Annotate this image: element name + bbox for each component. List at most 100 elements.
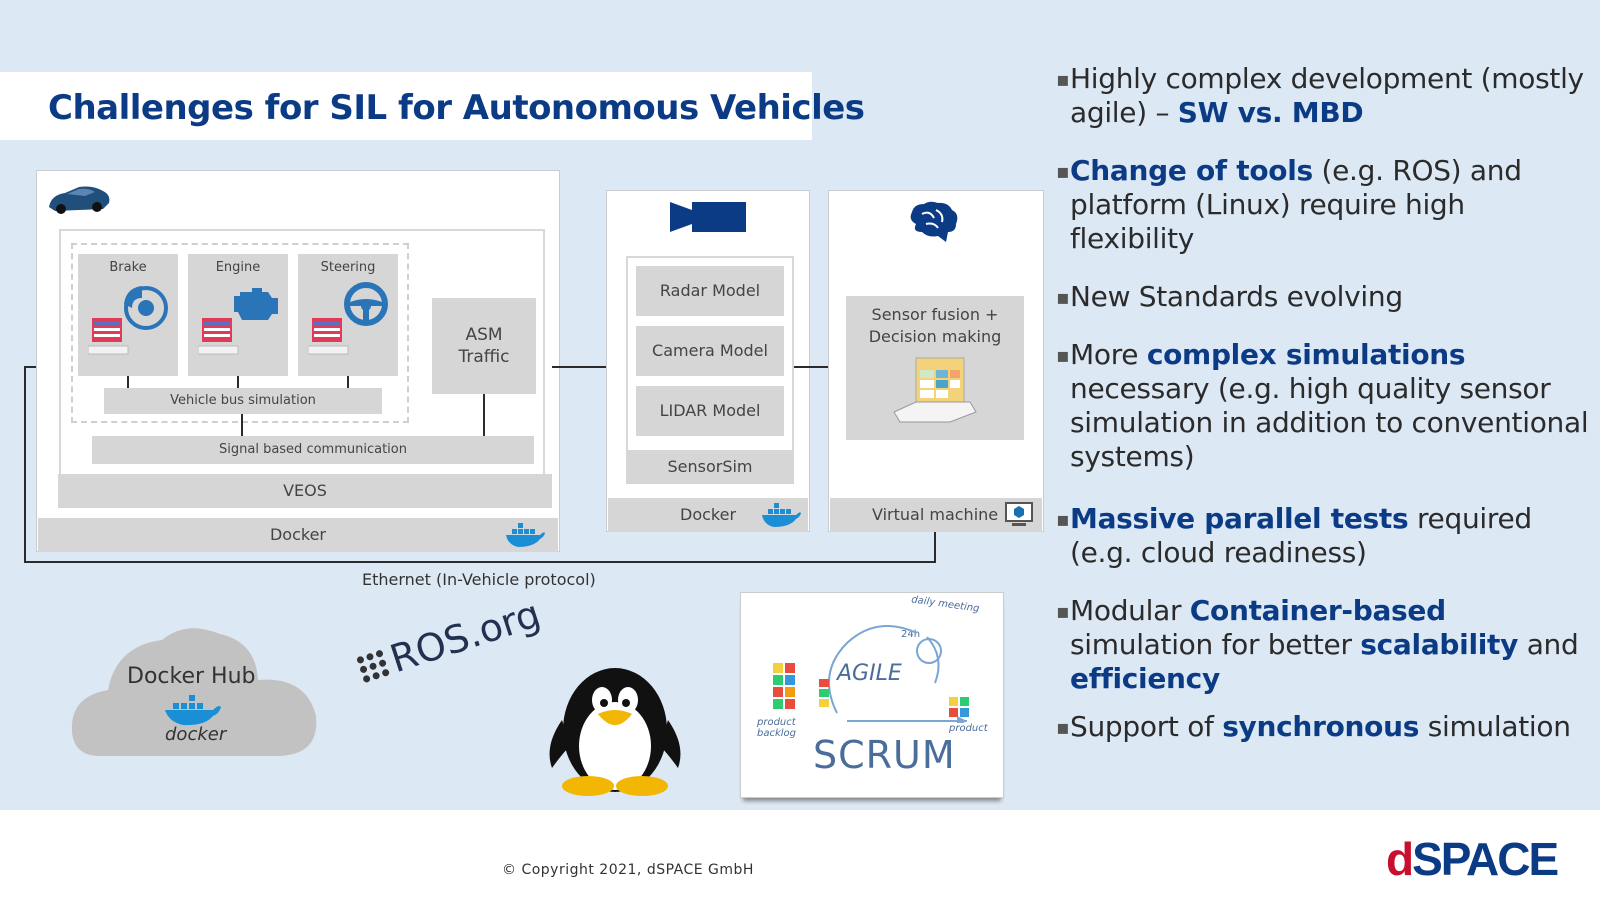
dspace-logo: dSPACE [1386,832,1559,886]
footer-band [0,810,1600,900]
steering-wheel-icon [344,282,388,326]
camera-icon [670,202,746,232]
bullet-emphasis: Massive parallel tests [1070,502,1409,535]
bullet-text: More [1070,338,1147,371]
bullet-text: New Standards evolving [1070,280,1403,313]
scrum-product: product [949,723,988,734]
bullet-text: simulation for better [1070,628,1361,661]
bullet-marker: ▪ [1056,599,1070,623]
dspace-logo-d: d [1386,833,1414,885]
ecu-group [71,243,409,423]
bullet-emphasis: SW vs. MBD [1177,96,1364,129]
engine-icon [234,288,278,320]
scrum-label: SCRUM [813,733,956,777]
brake-icon [124,286,168,330]
ecu-connector [347,376,349,388]
scrum-cycle-icon [828,625,967,723]
ecu-engine-label: Engine [215,260,261,275]
bullet-item: ▪Massive parallel tests required (e.g. c… [1056,502,1590,570]
bullet-marker: ▪ [1056,159,1070,183]
docker-bar-left: Docker [38,518,558,552]
bullet-emphasis: efficiency [1070,662,1220,695]
docker-whale-icon [506,523,545,547]
computer-icon [308,318,349,355]
bus-connector [241,414,243,436]
ecu-brake: Brake [78,254,178,376]
virtual-machine-bar: Virtual machine [830,498,1042,532]
bullet-emphasis: complex simulations [1146,338,1466,371]
ros-label: ROS.org [384,591,546,682]
radar-model: Radar Model [636,266,784,316]
docker-left-label: Docker [269,525,327,544]
scrum-agile-label: AGILE [837,661,902,686]
scrum-product-backlog: product backlog [757,717,797,739]
scrum-agile-card: daily meeting 24h AGILE product backlog … [740,592,1004,798]
sticky-notes-icon [773,663,797,709]
docker-whale-icon [165,695,221,726]
asm-traffic: ASM Traffic [432,298,536,394]
page-title: Challenges for SIL for Autonomous Vehicl… [48,88,865,128]
computer-icon [893,357,977,423]
docker-mid-label: Docker [680,505,737,524]
virtual-machine-label: Virtual machine [872,505,999,524]
monitor-icon [1005,502,1033,526]
bullet-text: Highly complex development (mostly agile… [1070,62,1584,129]
copyright-text: © Copyright 2021, dSPACE GmbH [502,862,754,878]
docker-whale-icon [762,503,801,527]
ecu-brake-label: Brake [109,260,147,275]
bullet-marker: ▪ [1056,507,1070,531]
ros-logo: ROS.org [352,592,546,692]
docker-bar-mid: Docker [608,498,808,532]
ethernet-line-right [934,528,936,563]
bullet-emphasis: scalability [1360,628,1519,661]
bullet-emphasis: Change of tools [1070,154,1313,187]
lidar-model: LIDAR Model [636,386,784,436]
scrum-24h: 24h [901,629,921,640]
ecu-engine: Engine [188,254,288,376]
bullet-marker: ▪ [1056,67,1070,91]
bullet-emphasis: synchronous [1222,710,1420,743]
bullet-text: simulation [1419,710,1571,743]
computer-icon [88,318,129,355]
sensor-fusion-label: Sensor fusion + Decision making [868,305,1002,346]
bullet-text: necessary (e.g. high quality sensor simu… [1070,372,1589,473]
ethernet-line-left [24,366,26,562]
bullet-item: ▪New Standards evolving [1056,280,1590,314]
car-icon [45,181,113,222]
vehicle-bus-simulation: Vehicle bus simulation [104,388,382,414]
bullet-marker: ▪ [1056,285,1070,309]
bullet-text: Support of [1070,710,1223,743]
bullet-text: required (e.g. cloud readiness) [1070,502,1532,569]
bullet-item: ▪Change of tools (e.g. ROS) and platform… [1056,154,1590,256]
brain-icon [910,201,958,242]
bullet-text: Modular [1070,594,1190,627]
scrum-daily-meeting: daily meeting [910,594,980,615]
bullet-item: ▪Highly complex development (mostly agil… [1056,62,1590,130]
link-sensors-to-fusion [794,366,848,368]
bullet-emphasis: Container-based [1189,594,1446,627]
bullet-item: ▪Support of synchronous simulation [1056,710,1590,744]
asm-connector [483,394,485,436]
bullet-item: ▪Modular Container-based simulation for … [1056,594,1590,696]
veos-bar: VEOS [58,474,552,508]
ethernet-label: Ethernet (In-Vehicle protocol) [362,570,596,589]
sensor-fusion-box: Sensor fusion + Decision making [846,296,1024,440]
ethernet-line-bottom [24,561,936,563]
docker-hub-cloud [71,628,317,756]
bullet-marker: ▪ [1056,715,1070,739]
bullet-item: ▪More complex simulations necessary (e.g… [1056,338,1590,474]
signal-based-communication: Signal based communication [92,436,534,464]
ecu-steering: Steering [298,254,398,376]
computer-icon [198,318,239,355]
linux-tux-icon [549,668,681,796]
link-veos-to-sensors [552,366,628,368]
camera-model: Camera Model [636,326,784,376]
bullet-text: and [1518,628,1579,661]
ecu-steering-label: Steering [320,260,376,275]
dspace-logo-rest: SPACE [1412,833,1559,885]
bullet-text: (e.g. ROS) and platform (Linux) require … [1070,154,1522,255]
docker-wordmark: docker [165,724,227,745]
docker-hub-label: Docker Hub [127,664,256,689]
ecu-connector [237,376,239,388]
title-box [0,72,812,140]
